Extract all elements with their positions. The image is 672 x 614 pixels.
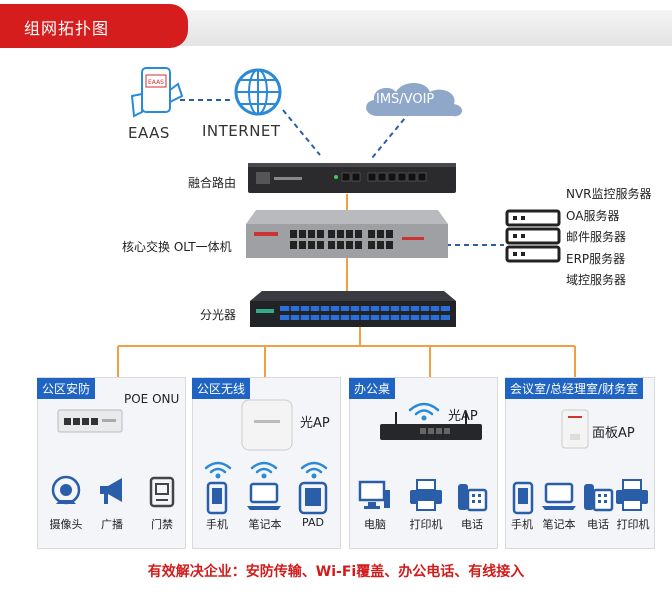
splitter-label: 分光器 bbox=[200, 308, 237, 322]
eaas-label: EAAS bbox=[128, 124, 170, 142]
page-title: 组网拓扑图 bbox=[24, 19, 110, 38]
splitter-device bbox=[250, 291, 456, 327]
zone-item-label: 电话 bbox=[587, 518, 609, 531]
zone-device-label: POE ONU bbox=[124, 392, 180, 406]
server-item: 邮件服务器 bbox=[566, 230, 627, 244]
router-label: 融合路由 bbox=[188, 176, 237, 190]
server-icon bbox=[505, 209, 561, 263]
core-label: 核心交换 OLT一体机 bbox=[122, 240, 232, 254]
globe-icon bbox=[234, 68, 282, 116]
internet-label: INTERNET bbox=[202, 122, 281, 140]
core-switch-device bbox=[246, 210, 448, 258]
zone-tag: 公区安防 bbox=[37, 378, 96, 399]
zone-item-label: 摄像头 bbox=[49, 518, 83, 531]
wifi-signals bbox=[204, 461, 328, 479]
server-item: ERP服务器 bbox=[566, 251, 626, 266]
printer-icon bbox=[410, 479, 442, 511]
zone-item-label: 门禁 bbox=[151, 518, 173, 531]
broadcast-icon bbox=[100, 478, 122, 504]
printer-icon bbox=[616, 479, 648, 511]
zone-item-label: 打印机 bbox=[616, 518, 650, 531]
desk-phone-icon bbox=[458, 484, 488, 512]
zone-item-label: 笔记本 bbox=[542, 518, 576, 531]
zone-item-label: 打印机 bbox=[409, 518, 443, 531]
camera-icon bbox=[51, 475, 81, 505]
title-tab bbox=[0, 4, 188, 48]
access-control-icon bbox=[149, 476, 175, 508]
router-device bbox=[248, 163, 456, 193]
zone-security bbox=[37, 377, 186, 549]
phone-icon bbox=[206, 481, 228, 515]
server-item: NVR监控服务器 bbox=[566, 187, 652, 201]
zone-item-label: 电话 bbox=[461, 518, 483, 531]
wifi-icon bbox=[408, 402, 440, 421]
panel-ap-device bbox=[561, 409, 589, 449]
eaas-phone-text: EAAS bbox=[148, 79, 164, 86]
zone-item-label: 手机 bbox=[511, 518, 533, 531]
computer-icon bbox=[358, 480, 390, 509]
desk-ap-device bbox=[380, 412, 482, 440]
laptop-icon bbox=[247, 482, 281, 510]
zone-item-label: 手机 bbox=[206, 518, 228, 531]
zone-item-label: 笔记本 bbox=[248, 518, 282, 531]
server-item: OA服务器 bbox=[566, 208, 620, 223]
phone-icon bbox=[512, 481, 534, 515]
cloud-label: IMS/VOIP bbox=[376, 92, 435, 107]
zone-tag: 公区无线 bbox=[192, 378, 251, 399]
zone-tag: 会议室/总经理室/财务室 bbox=[505, 378, 644, 399]
desk-phone-icon bbox=[584, 484, 614, 512]
laptop-icon bbox=[542, 482, 576, 510]
zone-device-label: 光AP bbox=[448, 409, 478, 424]
poe-onu-device bbox=[57, 409, 123, 433]
zone-device-label: 面板AP bbox=[592, 426, 635, 441]
cloud-icon bbox=[366, 83, 463, 117]
eaas-phone-icon: EAAS bbox=[130, 67, 184, 118]
server-item: 域控服务器 bbox=[566, 273, 627, 287]
tablet-icon bbox=[298, 481, 328, 515]
footer-text: 有效解决企业：安防传输、Wi-Fi覆盖、办公电话、有线接入 bbox=[147, 564, 525, 580]
zone-desk bbox=[349, 377, 498, 549]
zone-item-label: 广播 bbox=[101, 518, 123, 531]
ceiling-ap-device bbox=[241, 399, 293, 451]
zone-meeting bbox=[505, 377, 655, 549]
zone-item-label: PAD bbox=[302, 516, 324, 529]
zone-item-label: 电脑 bbox=[364, 518, 386, 531]
zone-device-label: 光AP bbox=[300, 416, 330, 431]
server-list: NVR监控服务器 OA服务器 邮件服务器 ERP服务器 域控服务器 bbox=[566, 184, 652, 292]
zone-tag: 办公桌 bbox=[349, 378, 396, 399]
